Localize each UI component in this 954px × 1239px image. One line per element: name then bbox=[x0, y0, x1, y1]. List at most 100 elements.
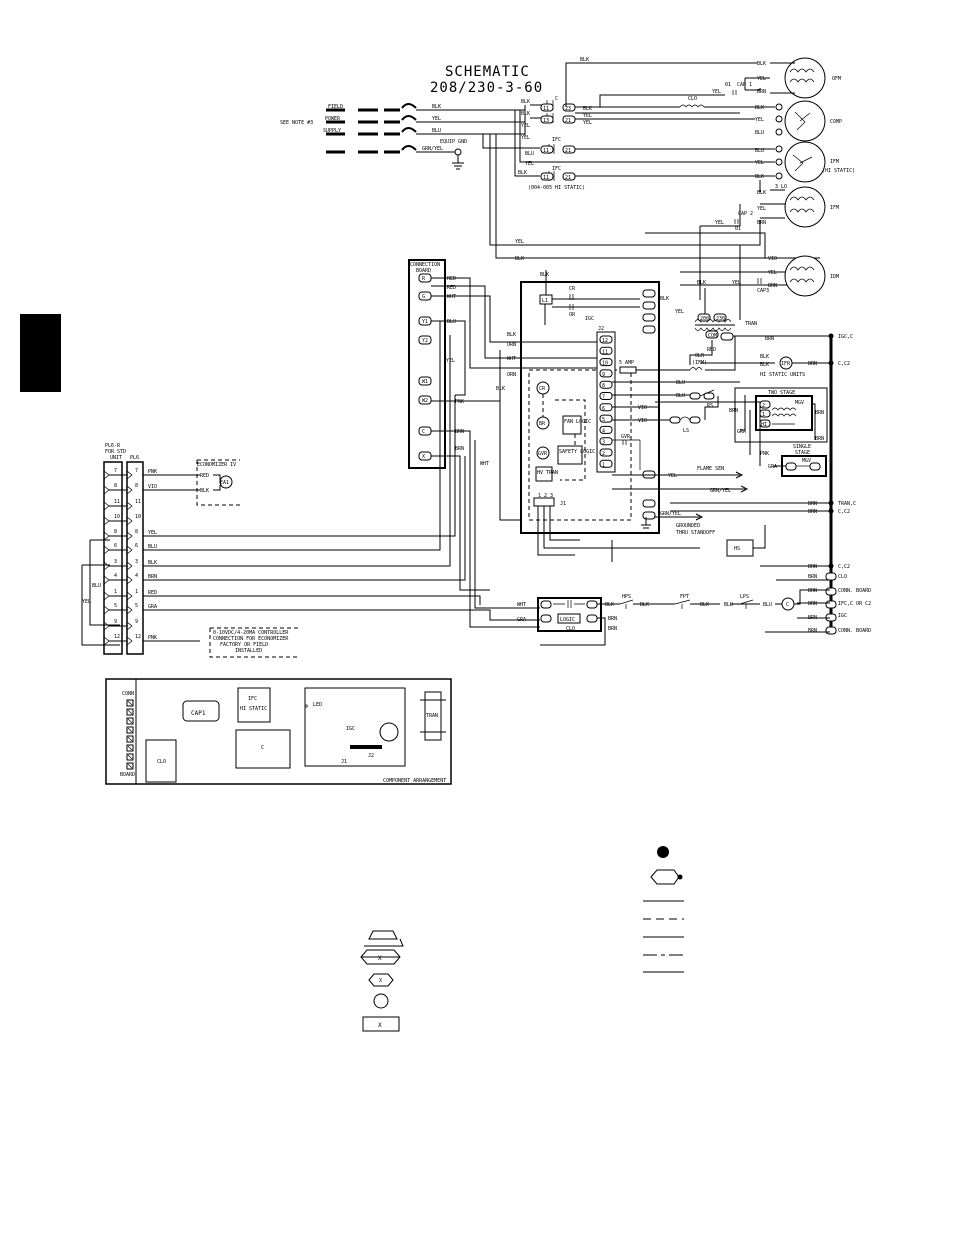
wire-label: BRN bbox=[808, 628, 817, 634]
igc-terminal bbox=[642, 511, 656, 520]
note-line: INSTALLED bbox=[235, 648, 262, 654]
j2-pin bbox=[599, 335, 613, 344]
rail-label: IGC,C bbox=[838, 334, 853, 340]
wire-label: BLK bbox=[200, 488, 209, 494]
transformer: BLK YEL 200 230 COM TRAN RED BRN YEL BLK bbox=[660, 245, 830, 365]
wire-label: GRA bbox=[737, 429, 746, 435]
wire-label: WHT bbox=[507, 356, 516, 362]
plug-left-pin: 1 bbox=[114, 589, 117, 595]
plug-title: UNIT bbox=[110, 455, 122, 461]
wire-label: BLK bbox=[521, 111, 530, 117]
wire-label: BRN bbox=[148, 574, 157, 580]
igc-inner bbox=[528, 369, 632, 521]
igc-terminal bbox=[642, 289, 656, 298]
terminal-num: 11 bbox=[543, 175, 549, 181]
ca-conn-terminal-mark bbox=[127, 763, 133, 769]
plug-right-pin: 8 bbox=[135, 529, 138, 535]
wire-label: BLK bbox=[583, 106, 592, 112]
single-stage-term bbox=[809, 462, 821, 471]
ca-ifc-label: HI STATIC bbox=[240, 706, 267, 712]
wire-label: GRN/YEL bbox=[660, 511, 681, 517]
wire-label: GRA bbox=[768, 464, 777, 470]
j2-pin bbox=[599, 358, 613, 367]
safety-logic-block bbox=[557, 445, 583, 465]
motor-name: IDM bbox=[830, 274, 839, 280]
wire-label: BLU bbox=[676, 393, 685, 399]
clo-term bbox=[540, 614, 552, 623]
legend-circle bbox=[373, 993, 389, 1009]
plug-title: FOR STD bbox=[105, 449, 126, 455]
plug-right-pin: 10 bbox=[135, 514, 141, 520]
ca-led-label: LED bbox=[313, 702, 322, 708]
wire-label: VIO bbox=[638, 418, 647, 424]
wire-label: GRN/YEL bbox=[422, 146, 443, 152]
wire-label: BRN bbox=[729, 408, 738, 414]
wire-label: BLK bbox=[496, 386, 505, 392]
olr-note: (IFM) bbox=[692, 360, 707, 366]
two-stage-label: TWO STAGE bbox=[768, 390, 795, 396]
ground-terminal bbox=[454, 148, 462, 156]
ca-clo-box bbox=[145, 739, 177, 783]
gvr-block-label: GVR bbox=[538, 451, 548, 457]
plug-right-pin: 3 bbox=[135, 559, 138, 565]
wire-label: BLK bbox=[580, 57, 589, 63]
wire-label: BLU bbox=[755, 148, 764, 154]
board-terminal-label: G bbox=[422, 294, 425, 300]
wire-label: BRN bbox=[808, 574, 817, 580]
ground-label: EQUIP GND bbox=[440, 139, 467, 145]
clo-term bbox=[586, 600, 598, 609]
wire-label: PNK bbox=[760, 451, 769, 457]
ca-igc-circle bbox=[379, 722, 399, 742]
motor bbox=[784, 141, 826, 183]
plug-wiring: PNK VIO YEL BLU BLK BRN RED GRA PNK bbox=[143, 321, 540, 642]
rail-connector bbox=[825, 572, 837, 581]
ca-label: COMPONENT ARRANGEMENT bbox=[383, 778, 446, 784]
wire-label: BRN bbox=[808, 601, 817, 607]
ca-conn-terminal-mark bbox=[127, 709, 133, 715]
j2-pin-label: 1 bbox=[602, 462, 605, 468]
plug-right-pin: 4 bbox=[135, 573, 138, 579]
rail-label: C,C2 bbox=[838, 509, 850, 515]
right-rail: IGC,C C,C2 TRAN,C C,C2 C,C2 CLO CONN. BO… bbox=[670, 333, 871, 635]
rail-label: CLO bbox=[838, 574, 847, 580]
ifc-label: IFC bbox=[552, 137, 561, 143]
motor bbox=[784, 186, 826, 228]
board-outline bbox=[408, 259, 446, 469]
rail-label: CONN. BOARD bbox=[838, 628, 871, 634]
rail-connector bbox=[825, 600, 837, 609]
terminal-num: 11 bbox=[543, 148, 549, 154]
wire-label: RED bbox=[447, 285, 456, 291]
j2-label: J2 bbox=[598, 326, 604, 332]
wire-label: PNK bbox=[455, 399, 464, 405]
j2-pin bbox=[599, 392, 613, 400]
board-terminal-label: Y2 bbox=[422, 338, 428, 344]
wire-label: BRN bbox=[757, 220, 766, 226]
tran-tap bbox=[697, 313, 711, 322]
wire-label: VIO bbox=[768, 256, 777, 262]
supply-note: SEE NOTE #3 bbox=[280, 120, 313, 126]
board-terminal bbox=[418, 335, 432, 345]
motor-note: (HI STATIC) bbox=[822, 168, 855, 174]
terminal-num: 13 bbox=[543, 118, 549, 124]
j2-pin-label: 6 bbox=[602, 406, 605, 412]
tran-label: TRAN bbox=[745, 321, 757, 327]
j1-pins: 1 2 3 bbox=[538, 493, 553, 499]
plug-right-pin: 7 bbox=[135, 468, 138, 474]
rail-connector bbox=[825, 587, 837, 596]
ifc-relay: IFC 11 21 BLU YEL IFC 11 21 BLK (004-005… bbox=[482, 110, 775, 191]
ifr-note: HI STATIC UNITS bbox=[760, 372, 805, 378]
economizer: ECONOMIZER IV RED BLK EA1 bbox=[196, 459, 240, 506]
j2-pin-label: 4 bbox=[602, 428, 605, 434]
legend-x: X bbox=[378, 955, 382, 962]
wire-label: YEL bbox=[757, 76, 766, 82]
br-block-label: BR bbox=[539, 421, 546, 427]
board-terminal-label: W2 bbox=[422, 398, 428, 404]
wire-label: BLU bbox=[525, 151, 534, 157]
page-tab bbox=[20, 314, 61, 392]
board-terminal-label: W1 bbox=[422, 379, 428, 385]
igc-terminal bbox=[642, 325, 656, 334]
ls-label: LS bbox=[683, 428, 689, 434]
wire-label: YEL bbox=[148, 530, 157, 536]
